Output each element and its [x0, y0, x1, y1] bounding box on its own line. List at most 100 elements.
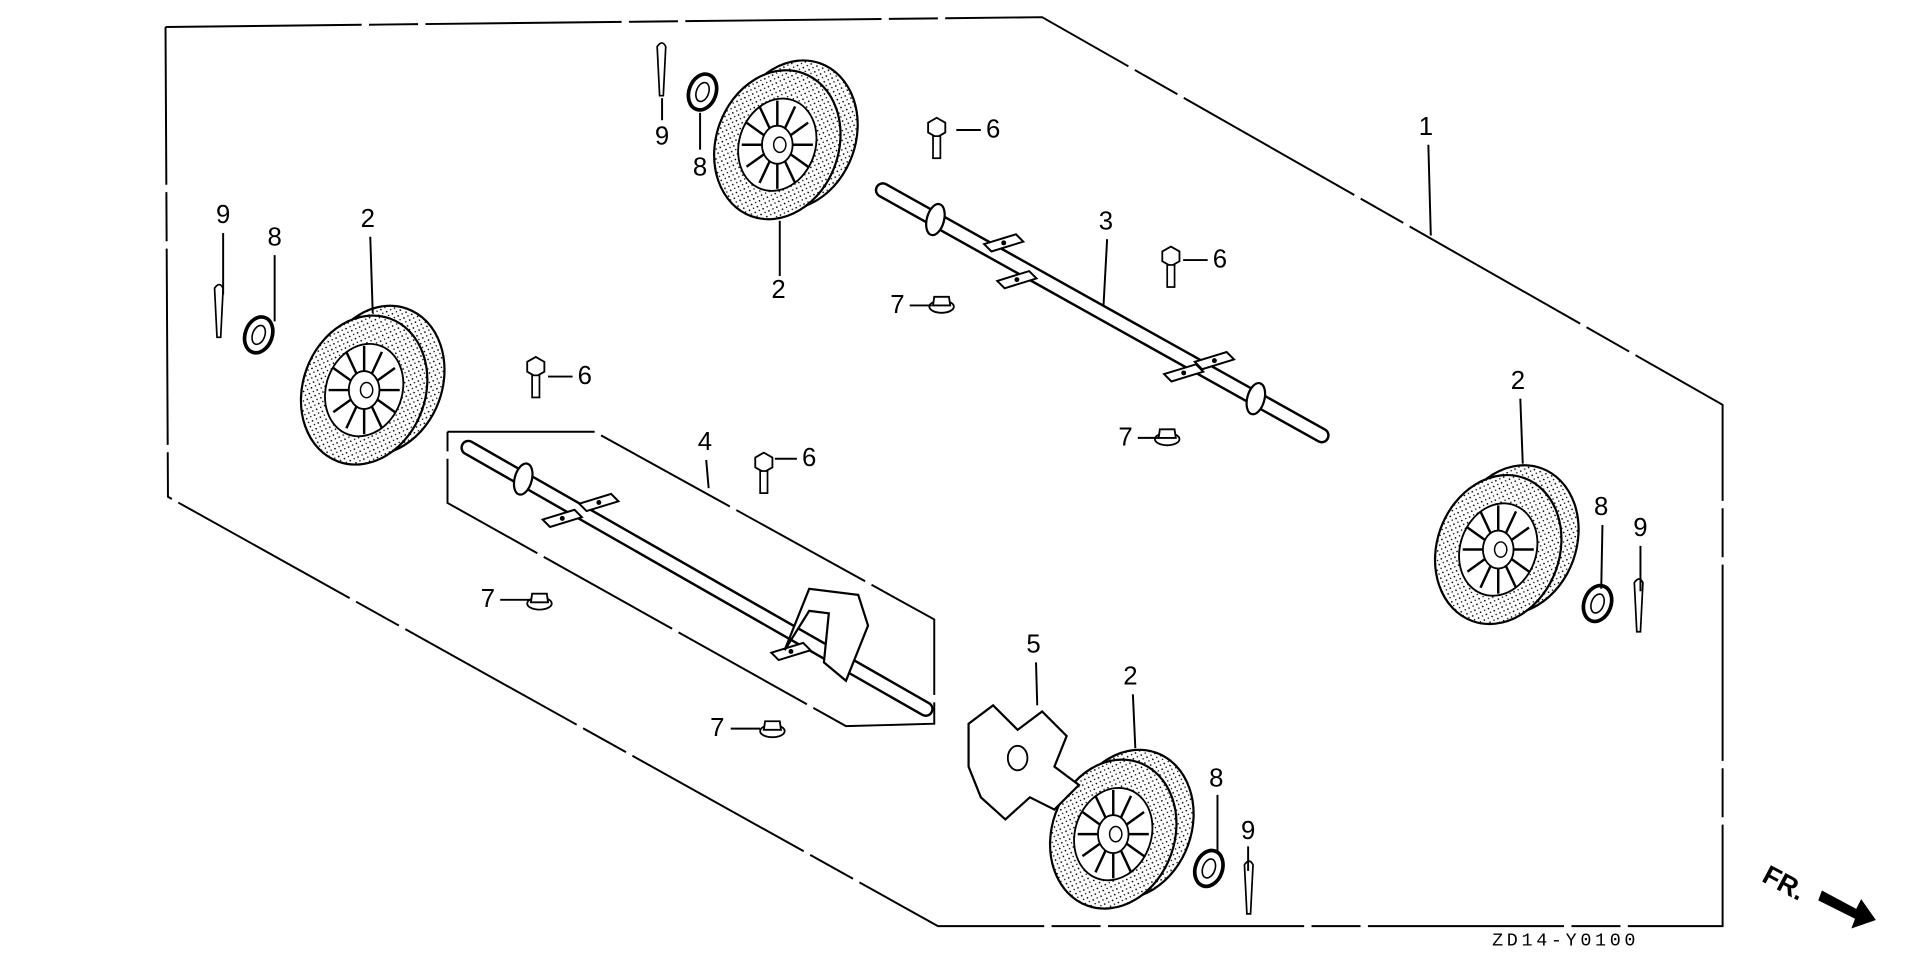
wheel-spoke — [745, 153, 765, 168]
callout-label-part-6: 6 — [578, 362, 592, 390]
wheel-spoke — [1081, 811, 1101, 826]
callout-label-part-9: 9 — [655, 123, 669, 151]
wheel-spoke — [758, 106, 771, 129]
callout-leader — [705, 459, 710, 489]
nut-body — [529, 592, 550, 604]
cotter-pin — [656, 42, 667, 97]
callout-leader — [1519, 398, 1524, 464]
wheel-spoke — [1466, 526, 1486, 542]
wheel-spoke — [370, 406, 384, 429]
wheel — [1433, 464, 1580, 626]
washer-hole — [251, 324, 267, 346]
axle — [460, 439, 934, 717]
nut-body — [762, 720, 783, 731]
bolt — [1161, 245, 1181, 288]
bracket-hole — [1181, 370, 1187, 376]
callout-label-part-7: 7 — [890, 291, 904, 319]
wheel-spoke — [332, 367, 352, 382]
flange-nut — [759, 720, 786, 739]
callout-label-part-8: 8 — [1594, 493, 1608, 521]
wheel-spoke — [1504, 565, 1518, 589]
bolt-shank — [932, 135, 942, 160]
callout-label-part-7: 7 — [710, 714, 724, 742]
wheel — [1048, 748, 1195, 910]
wheel-spoke — [1094, 850, 1107, 873]
wheel-spoke — [1510, 526, 1530, 542]
wheel-spoke — [1125, 811, 1145, 826]
callout-label-part-9: 9 — [1241, 817, 1255, 845]
washer — [1192, 848, 1225, 889]
assembly-frame-outline — [164, 16, 1724, 928]
diagram-code: ZD14-Y0100 — [1492, 931, 1639, 952]
bracket-hole — [1211, 358, 1217, 364]
bolt-head — [526, 355, 546, 378]
bolt-head — [927, 116, 947, 139]
washer-hole — [1201, 858, 1217, 879]
callout-label-part-8: 8 — [693, 153, 707, 181]
wheel-spoke — [789, 153, 809, 168]
wheel-spoke — [1094, 795, 1107, 819]
bracket-hole — [788, 649, 794, 654]
wheel-spoke — [376, 367, 396, 382]
callout-leader — [1102, 239, 1109, 307]
front-direction-indicator: FR. — [1758, 860, 1876, 929]
wheel-spoke — [345, 351, 358, 375]
bolt — [927, 116, 947, 160]
flange-nut — [1154, 428, 1181, 447]
wheel-spoke — [783, 106, 797, 129]
cotter-pin — [213, 283, 225, 339]
axle — [874, 182, 1330, 444]
axle-collar — [1245, 381, 1267, 416]
cotter-pin — [1243, 860, 1254, 915]
callout-leader — [1427, 144, 1432, 236]
callout-label-part-7: 7 — [1118, 423, 1132, 451]
wheel-bore — [1493, 541, 1508, 558]
wheel-bore — [772, 136, 787, 154]
bracket-hole — [596, 500, 602, 505]
nut-body — [931, 295, 952, 307]
wheel-spoke — [332, 398, 352, 414]
wheel-spoke — [745, 121, 765, 137]
callout-label-part-9: 9 — [216, 201, 230, 229]
callout-label-part-8: 8 — [1209, 764, 1223, 792]
washer-hole — [1590, 593, 1606, 614]
wheel-spoke — [376, 398, 396, 414]
callout-label-part-2: 2 — [1511, 367, 1525, 395]
flange-nut — [928, 295, 955, 314]
wheel-spoke — [1479, 565, 1492, 589]
washer — [242, 315, 275, 355]
flange-nut — [526, 592, 553, 611]
callout-label-part-7: 7 — [481, 585, 495, 613]
wheel-spoke — [1081, 842, 1101, 858]
axle-collar — [925, 202, 946, 237]
cotter-pin-body — [1243, 860, 1254, 915]
cotter-pin-body — [213, 283, 225, 339]
wheel-spoke — [789, 121, 809, 137]
callout-label-part-6: 6 — [1213, 245, 1227, 273]
wheel-spoke — [1510, 558, 1530, 573]
bolt-shank — [759, 470, 769, 494]
wheel-spoke — [1466, 558, 1486, 573]
wheel — [299, 304, 446, 466]
callout-label-part-1: 1 — [1419, 113, 1433, 141]
callout-label-part-9: 9 — [1633, 514, 1647, 542]
bolt — [526, 355, 546, 399]
wheel-spoke — [758, 160, 771, 184]
callout-leader — [1600, 524, 1604, 589]
front-label: FR. — [1758, 860, 1810, 907]
axle-shaft — [462, 442, 932, 715]
wheel-spoke — [370, 351, 384, 375]
callout-leader — [1035, 662, 1039, 706]
cotter-pin — [1633, 578, 1644, 633]
wheel-spoke — [783, 160, 797, 184]
axle-arm-bracket — [783, 587, 870, 683]
wheel-spoke — [1504, 510, 1518, 534]
bolt-shank — [531, 374, 541, 399]
wheel-spoke — [1125, 842, 1145, 858]
callout-label-part-8: 8 — [267, 223, 281, 251]
drive-plate-hole — [1006, 744, 1029, 772]
axle-collar — [512, 462, 534, 496]
nut-body — [1157, 428, 1177, 439]
cotter-pin-body — [1633, 578, 1644, 633]
bolt — [754, 451, 774, 494]
